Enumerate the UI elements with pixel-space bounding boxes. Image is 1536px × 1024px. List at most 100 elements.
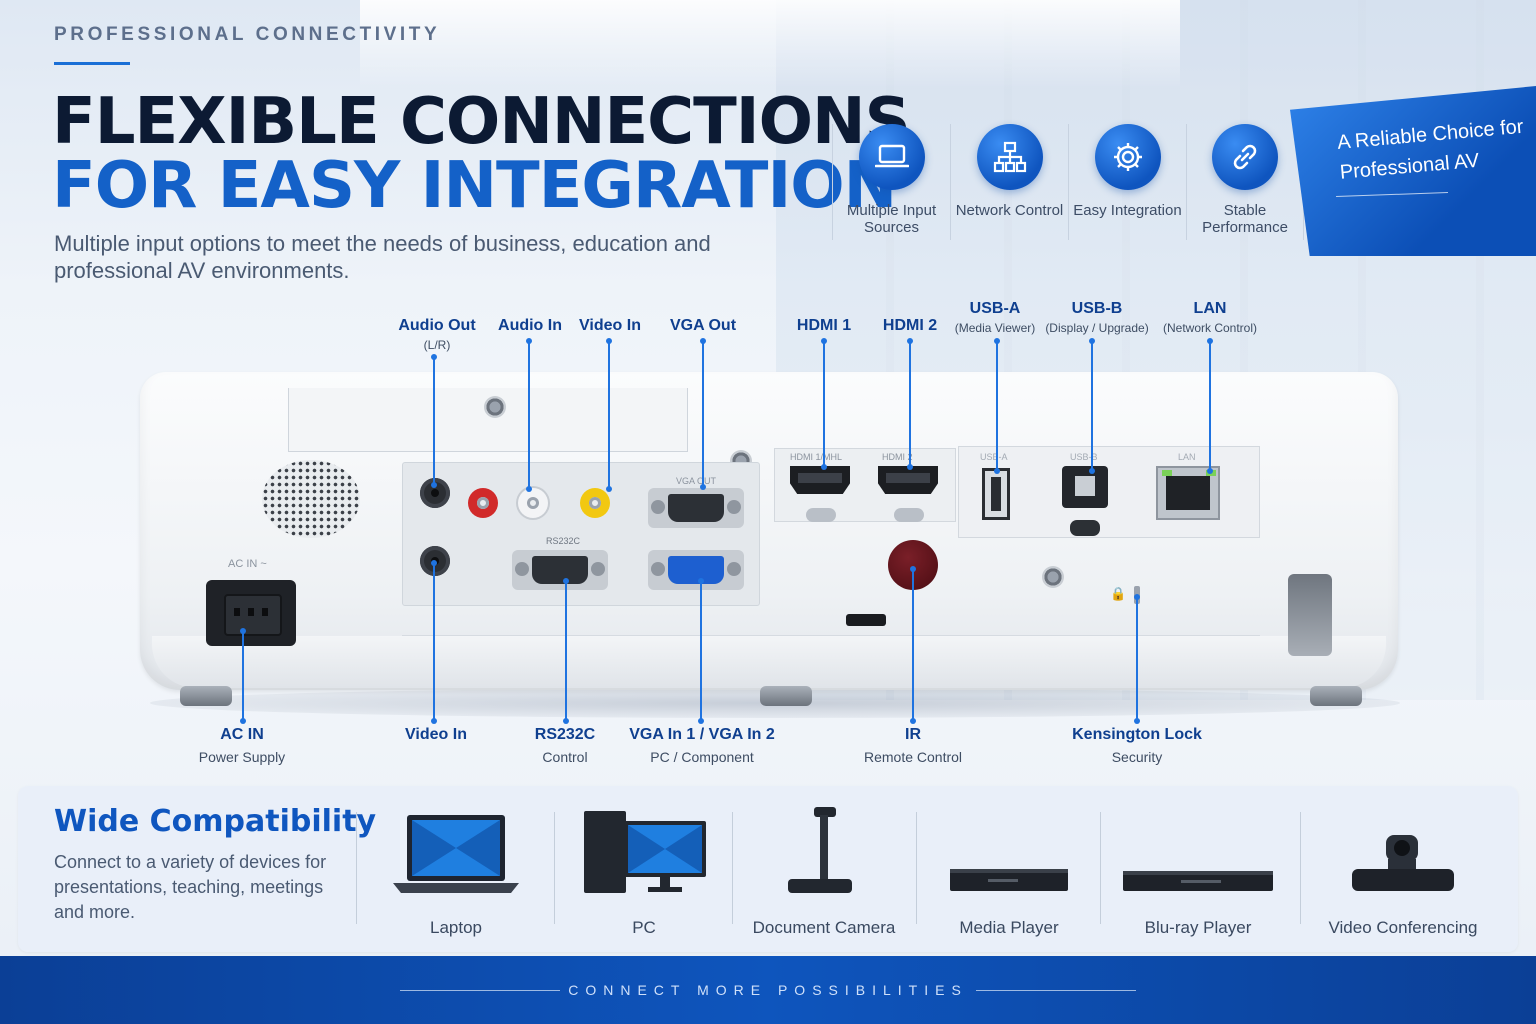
leader-vga-out xyxy=(700,338,706,490)
screw-icon xyxy=(484,396,506,418)
network-icon xyxy=(976,124,1043,190)
vent-slot xyxy=(846,614,886,626)
hdmi2-switch xyxy=(894,508,924,522)
port-label-hdmi1: HDMI 1 xyxy=(796,317,852,334)
leader-video-in-bottom xyxy=(431,560,437,724)
screw-icon xyxy=(1042,566,1064,588)
hdmi1-port xyxy=(790,466,850,494)
laptop-icon xyxy=(858,124,925,190)
projector-base xyxy=(152,636,1386,688)
device-blu-ray-player: Blu-ray Player xyxy=(1118,808,1278,938)
footer-bar xyxy=(0,956,1536,1024)
feature-multiple-inputs: Multiple Input Sources xyxy=(832,124,950,240)
ac-power-socket xyxy=(206,580,296,646)
leader-lan xyxy=(1207,338,1213,474)
vga-out-port xyxy=(648,488,744,528)
leader-ac-in xyxy=(240,628,246,724)
leader-hdmi2 xyxy=(907,338,913,470)
footer-line-left xyxy=(400,990,560,991)
feature-label: Easy Integration xyxy=(1073,202,1182,219)
vga-out-marking: VGA OUT xyxy=(676,476,717,486)
device-laptop: Laptop xyxy=(386,808,526,938)
divider xyxy=(1100,812,1101,924)
footer-line-right xyxy=(976,990,1136,991)
port-label-usb-b: USB-B(Display / Upgrade) xyxy=(1045,300,1149,335)
leader-video-in-top xyxy=(606,338,612,492)
device-document-camera: Document Camera xyxy=(744,807,904,938)
document-camera-icon xyxy=(784,807,864,900)
ribbon-banner xyxy=(1290,86,1536,256)
io-panel-lower xyxy=(402,536,1260,636)
device-media-player: Media Player xyxy=(936,808,1082,938)
ac-in-marking: AC IN ~ xyxy=(228,558,267,570)
hdmi2-port xyxy=(878,466,938,494)
feature-list: Multiple Input Sources Network Control E… xyxy=(832,124,1304,240)
leader-ir xyxy=(910,566,916,724)
leader-vga-in xyxy=(698,578,704,724)
eyebrow-text: PROFESSIONAL CONNECTIVITY xyxy=(54,24,441,45)
subtitle: Multiple input options to meet the needs… xyxy=(54,231,711,283)
media-player-icon xyxy=(948,865,1070,900)
gear-icon xyxy=(1094,124,1161,190)
port-label-lan: LAN(Network Control) xyxy=(1162,300,1258,335)
compatibility-panel xyxy=(18,786,1518,952)
headline-line-1: FLEXIBLE CONNECTIONS xyxy=(52,85,911,159)
speaker-grille xyxy=(262,460,360,538)
feature-network-control: Network Control xyxy=(950,124,1068,240)
port-label-vga-out: VGA Out xyxy=(669,317,737,334)
conference-camera-icon xyxy=(1348,835,1458,900)
leader-audio-in xyxy=(526,338,532,492)
hdmi1-switch xyxy=(806,508,836,522)
background-light xyxy=(360,0,1180,90)
eyebrow-underline xyxy=(54,62,130,65)
divider xyxy=(356,812,357,924)
blu-ray-player-icon xyxy=(1121,865,1275,900)
divider xyxy=(732,812,733,924)
feature-label: Multiple Input Sources xyxy=(846,202,937,236)
port-label-usb-a: USB-A(Media Viewer) xyxy=(954,300,1036,335)
usb-a-marking: USB-A xyxy=(980,452,1008,462)
leader-audio-out xyxy=(431,354,437,488)
rs232c-port xyxy=(512,550,608,590)
port-label-hdmi2: HDMI 2 xyxy=(882,317,938,334)
feature-label: Network Control xyxy=(955,202,1064,219)
device-video-conferencing: Video Conferencing xyxy=(1318,808,1488,938)
leader-hdmi1 xyxy=(821,338,827,470)
projector-foot xyxy=(760,686,812,706)
projector-foot xyxy=(1310,686,1362,706)
divider xyxy=(1300,812,1301,924)
compatibility-title: Wide Compatibility xyxy=(54,804,377,839)
link-icon xyxy=(1212,124,1278,190)
port-label-video-in-bottom: Video In xyxy=(405,726,467,743)
hdmi1-marking: HDMI 1/MHL xyxy=(790,452,843,462)
leader-usb-a xyxy=(994,338,1000,474)
video-in-rca xyxy=(580,488,610,518)
lan-marking: LAN xyxy=(1178,452,1196,462)
leader-kensington xyxy=(1134,594,1140,724)
rs232c-marking: RS232C xyxy=(546,536,581,546)
leader-rs232c xyxy=(563,578,569,724)
vga-in-port xyxy=(648,550,744,590)
audio-in-right-rca xyxy=(468,488,498,518)
compatibility-description: Connect to a variety of devices for pres… xyxy=(54,852,327,922)
laptop-icon xyxy=(389,813,523,900)
headline-line-2: FOR EASY INTEGRATION xyxy=(52,149,897,223)
divider xyxy=(916,812,917,924)
desktop-pc-icon xyxy=(580,811,708,900)
footer-tagline: CONNECT MORE POSSIBILITIES xyxy=(568,982,968,998)
port-label-audio-in: Audio In xyxy=(498,317,562,334)
divider xyxy=(554,812,555,924)
feature-label: Stable Performance xyxy=(1202,202,1288,236)
usb-b-port xyxy=(1062,466,1108,508)
leader-usb-b xyxy=(1089,338,1095,474)
hdmi2-marking: HDMI 2 xyxy=(882,452,913,462)
feature-stable-performance: Stable Performance xyxy=(1186,124,1304,240)
projector-foot xyxy=(180,686,232,706)
lan-led-icon xyxy=(1162,470,1172,476)
port-label-audio-out: Audio Out(L/R) xyxy=(398,317,476,352)
usb-a-port xyxy=(982,468,1010,520)
